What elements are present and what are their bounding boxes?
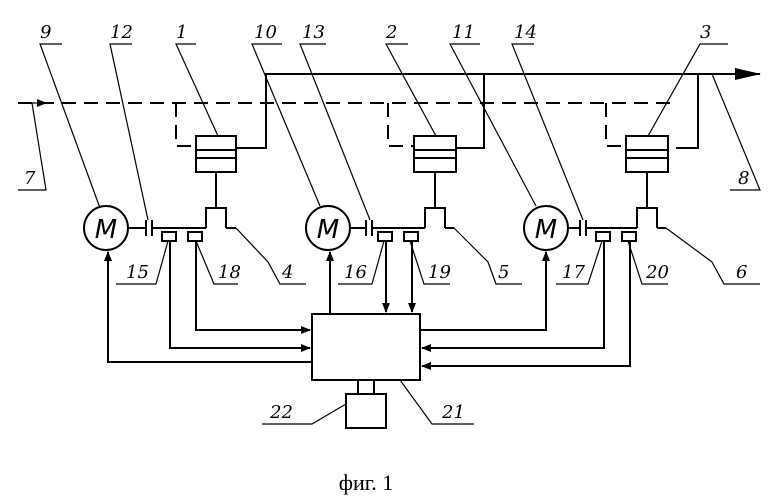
label-22: 22 <box>269 402 293 423</box>
pump-3 <box>626 136 668 214</box>
label-14: 14 <box>514 22 537 43</box>
motor-11-symbol: M <box>535 215 557 245</box>
pump-1 <box>196 136 236 214</box>
label-10: 10 <box>254 22 277 43</box>
label-19: 19 <box>428 262 451 283</box>
label-18: 18 <box>218 262 241 283</box>
label-1: 1 <box>176 22 187 43</box>
sensor-15 <box>162 232 176 241</box>
label-4: 4 <box>281 262 293 283</box>
unit-22 <box>346 380 386 428</box>
motor-9-symbol: M <box>95 215 117 245</box>
label-8: 8 <box>738 168 749 189</box>
shaft-3 <box>568 214 666 228</box>
label-16: 16 <box>344 262 367 283</box>
sensor-16 <box>378 232 392 241</box>
sensor-18 <box>188 232 202 241</box>
figure-caption: фиг. 1 <box>339 470 394 495</box>
label-2: 2 <box>385 22 397 43</box>
label-20: 20 <box>645 262 669 283</box>
label-3: 3 <box>700 22 711 43</box>
motor-9: M <box>84 206 128 250</box>
label-9: 9 <box>40 22 51 43</box>
coupling-13 <box>366 220 372 236</box>
pump-2 <box>414 136 456 214</box>
leader-lines <box>18 44 760 424</box>
sensor-17 <box>596 232 610 241</box>
label-17: 17 <box>562 262 585 283</box>
label-12: 12 <box>110 22 133 43</box>
signal-lines <box>108 241 630 366</box>
suction-line <box>18 103 670 146</box>
label-6: 6 <box>736 262 747 283</box>
label-21: 21 <box>441 402 465 423</box>
coupling-14 <box>580 220 586 236</box>
label-15: 15 <box>126 262 149 283</box>
label-11: 11 <box>452 22 475 43</box>
label-5: 5 <box>498 262 509 283</box>
motor-10: M <box>306 206 350 250</box>
sensor-20 <box>622 232 636 241</box>
motor-10-symbol: M <box>317 215 339 245</box>
controller-21 <box>312 314 420 380</box>
shaft-1 <box>128 214 236 228</box>
coupling-12 <box>146 220 152 236</box>
sensor-19 <box>404 232 418 241</box>
label-7: 7 <box>24 168 36 189</box>
motor-11: M <box>524 206 568 250</box>
discharge-line <box>236 74 760 148</box>
label-13: 13 <box>302 22 325 43</box>
